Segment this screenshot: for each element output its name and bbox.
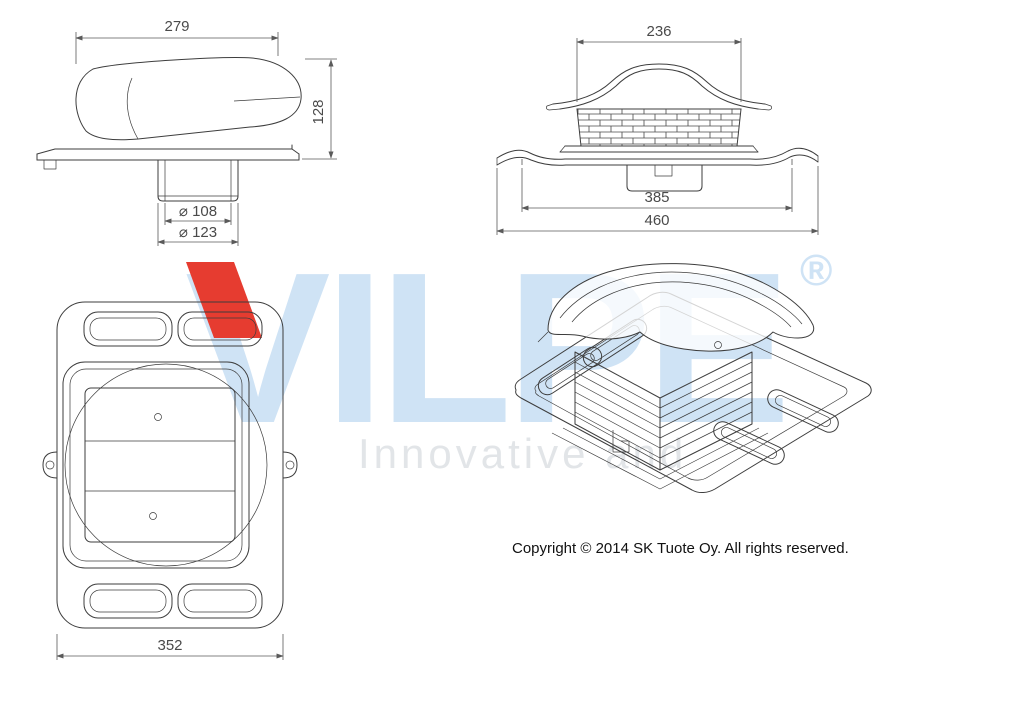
bottom-left-ear (42, 451, 58, 479)
front-flange (496, 147, 819, 166)
bottom-width-label: 352 (157, 637, 182, 654)
side-duct-pipe (157, 159, 239, 202)
side-flange (36, 144, 300, 170)
side-outer-dia-label: ⌀ 123 (179, 224, 217, 241)
bottom-top-slots (83, 311, 263, 347)
bottom-plate-outline (56, 301, 284, 629)
iso-right-slots (713, 389, 839, 465)
iso-base-plate-inner (534, 305, 848, 481)
front-flange-inner-dim: 385 (521, 168, 793, 212)
side-inner-dia-dim: ⌀ 108 (164, 203, 232, 225)
iso-base-plate (514, 291, 872, 493)
front-flange-inner-label: 385 (644, 189, 669, 206)
bottom-bottom-slots (83, 583, 263, 619)
front-grille (576, 108, 742, 147)
side-inner-dia-label: ⌀ 108 (179, 203, 217, 220)
front-hood-width-label: 236 (646, 23, 671, 40)
iso-hook-detail (612, 430, 630, 453)
side-width-dim: 279 (75, 18, 279, 64)
front-hood-width-dim: 236 (576, 23, 742, 102)
bottom-damper-blade (84, 387, 236, 543)
brand-tagline: Innovative and (358, 430, 687, 477)
side-hood-slit (233, 96, 301, 102)
side-height-dim: 128 (302, 58, 337, 160)
brand-watermark: VILPE ® Innovative and (185, 227, 832, 477)
bottom-duct-frame (62, 361, 268, 569)
isometric-view (514, 263, 872, 493)
bottom-damper-seat-circle (64, 363, 268, 567)
bottom-view: 352 (42, 301, 298, 660)
registered-trademark-symbol: ® (800, 246, 832, 295)
iso-louver-stack (551, 351, 769, 490)
front-view: 236 385 460 (496, 23, 819, 235)
copyright-notice: Copyright © 2014 SK Tuote Oy. All rights… (512, 540, 849, 557)
side-view: 279 128 ⌀ 108 ⌀ 123 (36, 18, 337, 246)
front-outlet (626, 164, 703, 192)
damper-screw-top (154, 413, 162, 421)
iso-roof-cap (537, 263, 815, 352)
side-outer-dia-dim: ⌀ 123 (157, 203, 239, 246)
brand-accent-shape (186, 262, 262, 338)
damper-screw-bottom (149, 512, 157, 520)
side-height-label: 128 (310, 99, 327, 124)
front-flange-width-dim: 460 (496, 166, 819, 235)
side-width-label: 279 (164, 18, 189, 35)
bottom-width-dim: 352 (56, 634, 284, 660)
iso-cap-screw (714, 341, 722, 349)
front-grille-base (559, 145, 759, 153)
front-flange-width-label: 460 (644, 212, 669, 229)
side-hood-mouth-curve (126, 77, 139, 140)
bottom-right-ear (282, 451, 298, 479)
front-hood-cap (545, 63, 773, 111)
